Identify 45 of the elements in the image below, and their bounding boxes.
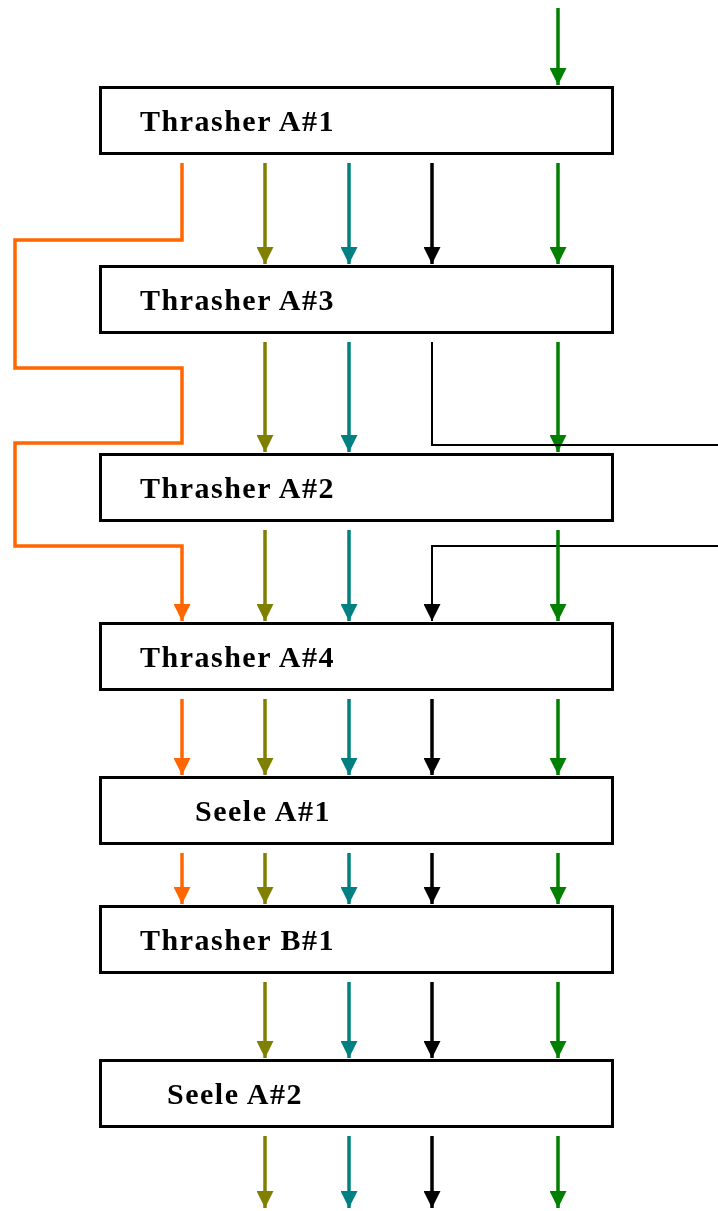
arrow [340,342,358,452]
box-label: Thrasher A#3 [140,282,335,317]
box-label: Thrasher A#2 [140,470,335,505]
arrow [549,163,567,264]
arrow [549,1136,567,1208]
box-label: Thrasher B#1 [140,922,335,957]
arrow [549,982,567,1058]
process-box [99,776,614,845]
process-box [99,86,614,155]
arrow [340,982,358,1058]
arrow [256,342,274,452]
process-box [99,905,614,974]
arrow [340,853,358,904]
arrow [256,982,274,1058]
box-label: Seele A#1 [195,793,331,828]
box-label: Thrasher A#4 [140,639,335,674]
arrow [423,853,441,904]
arrow [423,163,441,264]
arrow [549,853,567,904]
arrow [549,530,567,621]
arrow [549,699,567,775]
process-box [99,453,614,522]
process-box [99,622,614,691]
arrow [340,699,358,775]
arrow [423,1136,441,1208]
arrow [340,1136,358,1208]
arrow [13,163,191,621]
arrow [423,982,441,1058]
arrow [340,163,358,264]
arrow [423,545,718,622]
arrow [256,163,274,264]
arrow [340,530,358,621]
arrow [256,530,274,621]
arrow [423,699,441,775]
arrow [549,8,567,85]
arrow [256,699,274,775]
arrow [173,853,191,904]
arrow [256,853,274,904]
arrow [549,342,567,452]
box-label: Seele A#2 [167,1076,303,1111]
process-box [99,1059,614,1128]
arrow [256,1136,274,1208]
box-label: Thrasher A#1 [140,103,335,138]
arrow [173,699,191,775]
process-box [99,265,614,334]
